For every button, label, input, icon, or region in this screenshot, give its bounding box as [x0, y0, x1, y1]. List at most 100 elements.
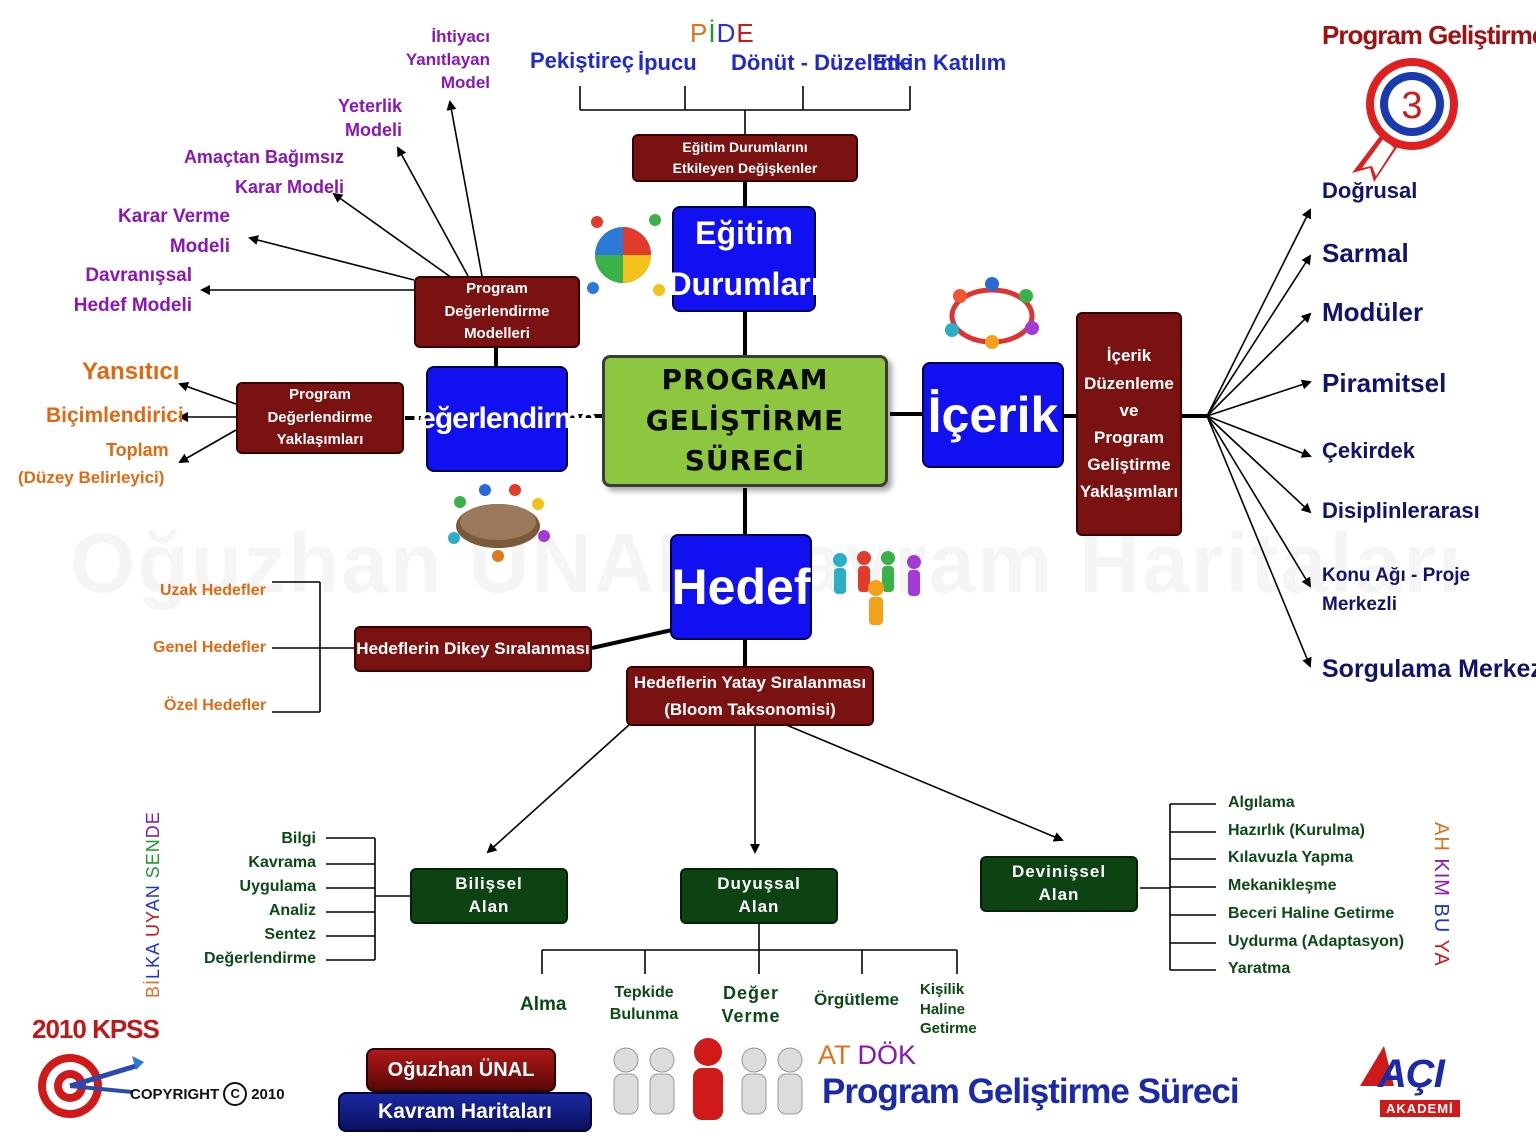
mnemonic-sen: SEN — [143, 838, 163, 885]
bilissel-analiz: Analiz — [268, 902, 316, 919]
bilissel-uygulama: Uygulama — [239, 878, 316, 895]
series-box: Kavram Haritaları — [338, 1092, 592, 1132]
center-program-gelistirme-sureci: PROGRAM GELİŞTİRME SÜRECİ — [602, 355, 888, 487]
circle-people-icon — [945, 277, 1039, 349]
model-karar-verme: Karar Verme Modeli — [118, 206, 230, 258]
logo-sub: AKADEMİ — [1380, 1100, 1460, 1117]
icerik-box-line4: Program — [1094, 428, 1164, 447]
horizontal-sequencing-box: Hedeflerin Yatay Sıralanması (Bloom Takso… — [626, 666, 874, 726]
devinissel-kilavuzla-yapma: Kılavuzla Yapma — [1228, 849, 1354, 866]
eval-models-line2: Değerlendirme — [444, 302, 550, 320]
mnemonic-bi: Bİ — [143, 978, 163, 998]
approach-yansitici: Yansıtıcı — [82, 358, 180, 385]
model-davranissal-hedef: Davranışsal Hedef Modeli — [73, 265, 192, 317]
approach-cekirdek: Çekirdek — [1322, 438, 1415, 463]
egitim-variables-line2: Etkileyen Değişkenler — [672, 160, 818, 176]
approach-piramitsel: Piramitsel — [1322, 368, 1447, 398]
approach-disiplinlerarasi: Disiplinlerarası — [1322, 498, 1480, 523]
copyright-line: COPYRIGHT C 2010 — [130, 1082, 285, 1106]
approach-sorgulama: Sorgulama Merkezli — [1322, 655, 1536, 683]
approach-sarmal: Sarmal — [1322, 238, 1409, 268]
footer-title: Program Geliştirme Süreci — [822, 1072, 1240, 1111]
node-degerlendirme: Değerlendirme — [398, 366, 597, 472]
approach-bicimlendirici: Biçimlendirici — [46, 404, 184, 427]
duyussal-deger-verme: Değer Verme — [721, 983, 781, 1026]
model-yeterlik: Yeterlik Modeli — [337, 96, 402, 141]
mnemonic-de: DE — [143, 811, 163, 839]
mnemonic-kim: KIM — [1430, 851, 1452, 897]
eval-approaches-line2: Değerlendirme — [267, 408, 373, 426]
bilissel-line2: Alan — [468, 897, 510, 916]
goal-uzak: Uzak Hedefler — [160, 582, 266, 599]
egitim-variables-line1: Eğitim Durumlarını — [682, 139, 808, 155]
copyright-year: 2010 — [251, 1085, 285, 1103]
egitim-line2: Durumları — [668, 266, 820, 302]
bilissel-kavrama: Kavrama — [248, 854, 316, 871]
devinissel-beceri-haline-getirme: Beceri Haline Getirme — [1228, 905, 1395, 922]
icerik-box-line6: Yaklaşımları — [1079, 482, 1179, 502]
model-amactan-bagimsiz: Amaçtan Bağımsız Karar Modeli — [183, 147, 344, 197]
mnemonic-at: AT — [818, 1040, 851, 1070]
meeting-table-icon — [448, 484, 550, 562]
logo-main: AÇI — [1378, 1052, 1445, 1096]
bilissel-sentez: Sentez — [264, 926, 316, 943]
bilissel-line1: Bilişsel — [455, 874, 523, 894]
model-ihtiyaci-yanitlayan: İhtiyacı Yanıtlayan Model — [405, 27, 490, 92]
kpss-label: 2010 KPSS — [32, 1014, 160, 1044]
icerik-box-line2: Düzenleme — [1084, 373, 1174, 393]
duyussal-kisilik-haline-getirme: Kişilik Haline Getirme — [920, 981, 977, 1037]
eval-models-line1: Program — [466, 280, 528, 298]
devinissel-uydurma: Uydurma (Adaptasyon) — [1228, 933, 1405, 950]
egitim-line1: Eğitim — [695, 214, 793, 251]
leader-people-icon — [613, 1038, 803, 1120]
target-dart-icon — [38, 1054, 144, 1118]
eval-approaches-line3: Yaklaşımları — [276, 431, 364, 449]
center-line1: PROGRAM — [661, 363, 829, 397]
mnemonic-bu: BU — [1430, 896, 1452, 934]
devinissel-line1: Devinişsel — [1011, 862, 1107, 882]
horizontal-line2: (Bloom Taksonomisi) — [664, 700, 836, 719]
mnemonic-uy: UY — [143, 911, 163, 943]
eval-approaches-line1: Program — [289, 386, 351, 404]
devinissel-mekaniklesme: Mekanikleşme — [1228, 877, 1337, 894]
brand-title-top: Program Geliştirme — [1322, 20, 1536, 50]
variable-ipucu: İpucu — [638, 50, 697, 75]
pide-letter-e: E — [736, 18, 755, 48]
approach-konu-agi-proje: Konu Ağı - Proje Merkezli — [1322, 565, 1471, 615]
center-line3: SÜRECİ — [684, 444, 806, 478]
pide-letter-i: İ — [708, 18, 717, 48]
puzzle-team-icon — [587, 214, 665, 296]
goal-genel: Genel Hedefler — [153, 639, 266, 656]
pide-mnemonic: PİDE — [690, 18, 755, 49]
duyussal-orgutleme: Örgütleme — [814, 990, 900, 1009]
duyussal-alma: Alma — [520, 994, 567, 1015]
ribbon-badge-icon: 3 — [1352, 58, 1458, 182]
horizontal-line1: Hedeflerin Yatay Sıralanması — [633, 672, 867, 692]
mnemonic-dok: DÖK — [850, 1040, 917, 1070]
icerik-approaches-box: İçerik Düzenleme ve Program Geliştirme Y… — [1076, 312, 1182, 536]
mnemonic-ya: YA — [1430, 933, 1452, 967]
devinissel-mnemonic: AH KIM BU YA — [1429, 822, 1452, 967]
mnemonic-lka: LKA — [143, 942, 163, 979]
pide-letter-d: D — [716, 18, 737, 48]
mnemonic-ah: AH — [1430, 822, 1452, 852]
devinissel-yaratma: Yaratma — [1228, 960, 1291, 977]
center-line2: GELİŞTİRME — [645, 403, 845, 437]
devinissel-hazirlik: Hazırlık (Kurulma) — [1228, 822, 1365, 839]
icerik-box-line1: İçerik — [1106, 346, 1152, 366]
badge-number: 3 — [1401, 85, 1422, 127]
goal-ozel: Özel Hedefler — [164, 697, 267, 714]
variable-pekistirec: Pekiştireç — [530, 48, 634, 73]
approach-toplam: Toplam — [106, 440, 169, 460]
approach-dogrusal: Doğrusal — [1322, 178, 1418, 203]
bilissel-mnemonic: BİLKA UYAN SENDE — [143, 811, 164, 998]
eval-models-line3: Modelleri — [464, 325, 530, 343]
devinissel-algilama: Algılama — [1228, 794, 1295, 811]
